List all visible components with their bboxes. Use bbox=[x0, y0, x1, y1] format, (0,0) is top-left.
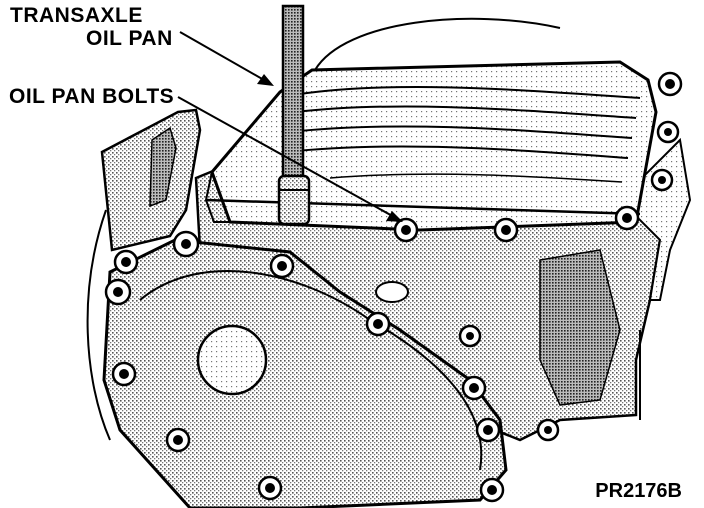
cover-bolt bbox=[365, 311, 391, 337]
cover-bolt bbox=[111, 361, 137, 387]
transaxle-oil-pan bbox=[204, 60, 658, 232]
cover-bolt bbox=[479, 477, 505, 503]
leader-oil-pan bbox=[179, 31, 274, 86]
cover-bolt bbox=[458, 324, 482, 348]
oil-pan-bolt bbox=[493, 217, 519, 243]
figure-code: PR2176B bbox=[595, 480, 682, 502]
callout-transaxle: TRANSAXLE bbox=[10, 4, 143, 27]
case-casting-detail bbox=[539, 249, 621, 406]
background-arc bbox=[314, 17, 561, 71]
cover-bolt bbox=[257, 475, 283, 501]
oil-pan-bolt-set bbox=[393, 71, 683, 243]
cover-bolt bbox=[104, 278, 132, 306]
cover-bolt bbox=[165, 427, 191, 453]
oil-pan-bolt bbox=[656, 120, 680, 144]
cover-bolt bbox=[475, 417, 501, 443]
cover-port bbox=[375, 281, 409, 303]
cover-bolt bbox=[536, 418, 560, 442]
oil-pan-bolt bbox=[393, 217, 419, 243]
cover-bolt bbox=[269, 253, 295, 279]
cover-boss bbox=[196, 324, 268, 396]
oil-pan-bolt bbox=[657, 71, 683, 97]
cover-bolt bbox=[172, 230, 200, 258]
cover-bolt bbox=[113, 249, 139, 275]
leader-oil-pan-bolts bbox=[177, 96, 403, 222]
oil-pan-bolt bbox=[650, 168, 674, 192]
dipstick-tube bbox=[277, 4, 311, 226]
oil-pan-bolt bbox=[614, 205, 640, 231]
background-arc-left bbox=[86, 209, 111, 441]
case-rib bbox=[149, 126, 177, 208]
side-cover-bolt-set bbox=[104, 230, 560, 503]
cover-bolt bbox=[461, 375, 487, 401]
callout-oil-pan: OIL PAN bbox=[86, 27, 173, 50]
callout-oil-pan-bolts: OIL PAN BOLTS bbox=[9, 85, 175, 108]
